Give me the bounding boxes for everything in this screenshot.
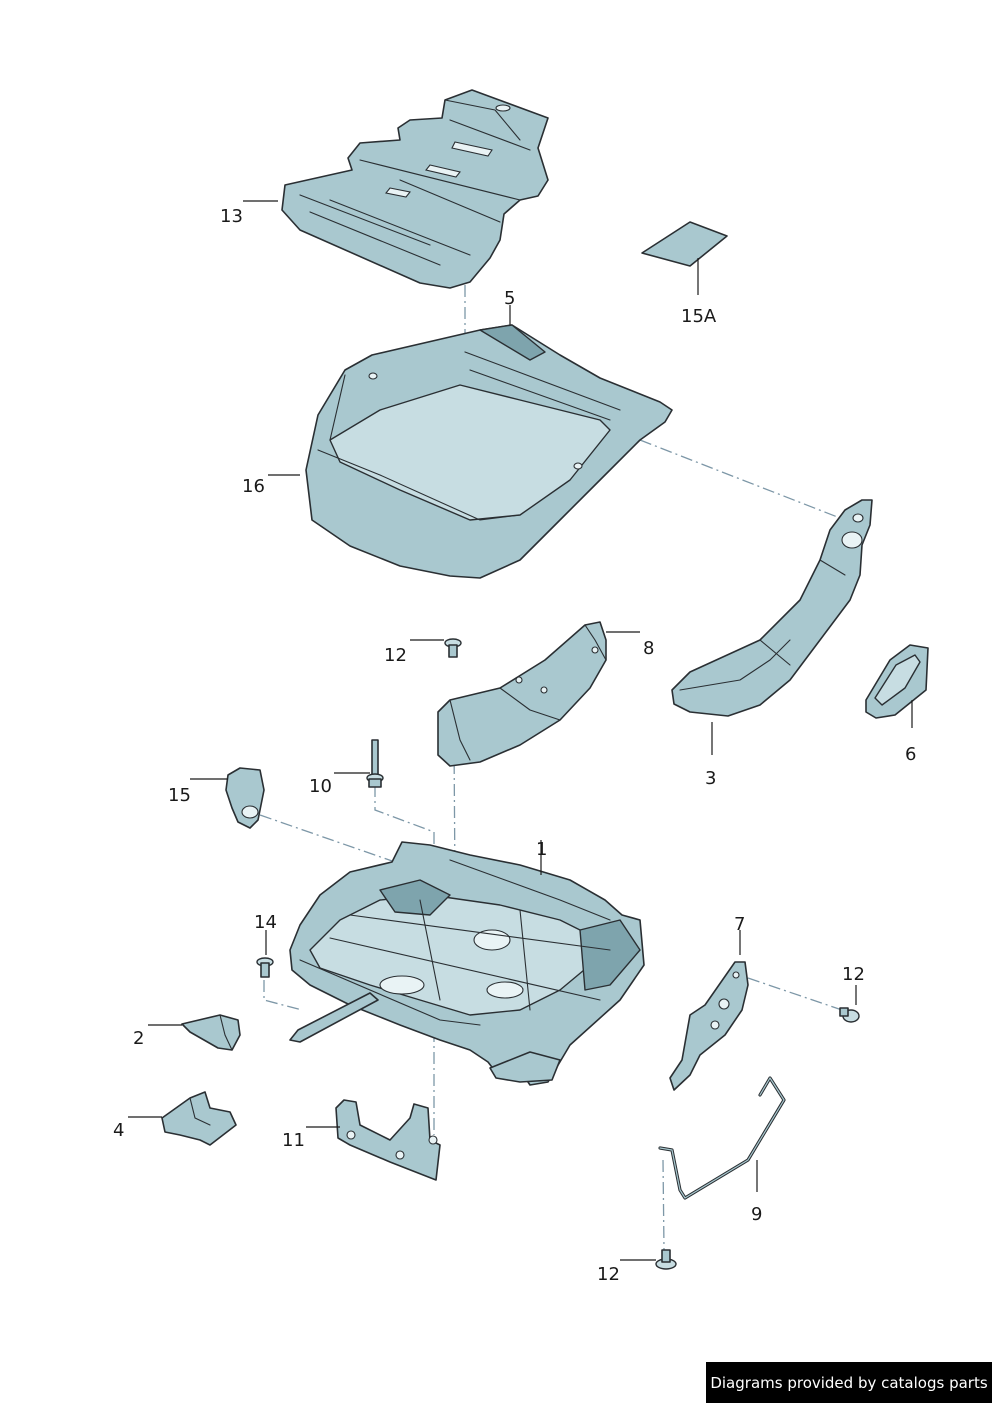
label-3: 3 [705, 768, 716, 789]
plate-part-7[interactable] [669, 961, 749, 1091]
label-8: 8 [643, 638, 654, 659]
label-14: 14 [254, 912, 277, 933]
wire-rod-part-9[interactable] [658, 1076, 786, 1200]
cover-part-4[interactable] [161, 1091, 237, 1146]
screw-part-14[interactable] [256, 957, 274, 978]
seat-cushion-part-16[interactable] [305, 324, 673, 579]
label-15A: 15A [681, 306, 717, 327]
label-5: 5 [504, 288, 515, 309]
label-9: 9 [751, 1204, 762, 1225]
label-6: 6 [905, 744, 916, 765]
handle-part-6[interactable] [865, 644, 929, 719]
screw-part-12-lower[interactable] [655, 1249, 677, 1270]
label-12-upper: 12 [384, 645, 407, 666]
label-1: 1 [536, 839, 547, 860]
label-12-lower: 12 [597, 1264, 620, 1285]
side-trim-part-3[interactable] [671, 499, 873, 717]
front-cover-part-8[interactable] [437, 621, 607, 767]
bracket-part-11[interactable] [335, 1099, 441, 1181]
pad-part-15A[interactable] [641, 221, 728, 267]
screw-part-12-upper[interactable] [444, 638, 462, 658]
credit-badge: Diagrams provided by catalogs parts [706, 1362, 992, 1403]
cap-part-2[interactable] [181, 1014, 241, 1051]
label-13: 13 [220, 206, 243, 227]
label-4: 4 [113, 1120, 124, 1141]
leader-lines [128, 200, 913, 1261]
screw-part-12-right[interactable] [839, 1007, 860, 1023]
heating-mat-part-13[interactable] [281, 89, 549, 289]
bolt-part-10[interactable] [366, 739, 384, 788]
label-2: 2 [133, 1028, 144, 1049]
seat-frame-part-1[interactable] [289, 841, 645, 1086]
label-11: 11 [282, 1130, 305, 1151]
clip-part-15[interactable] [225, 767, 265, 829]
label-10: 10 [309, 776, 332, 797]
label-15: 15 [168, 785, 191, 806]
callout-labels: 13 15A 5 16 8 12 3 6 15 10 1 7 14 12 2 4… [113, 206, 916, 1285]
label-12-right: 12 [842, 964, 865, 985]
credit-text: Diagrams provided by catalogs parts [710, 1373, 988, 1392]
label-16: 16 [242, 476, 265, 497]
label-7: 7 [734, 914, 745, 935]
